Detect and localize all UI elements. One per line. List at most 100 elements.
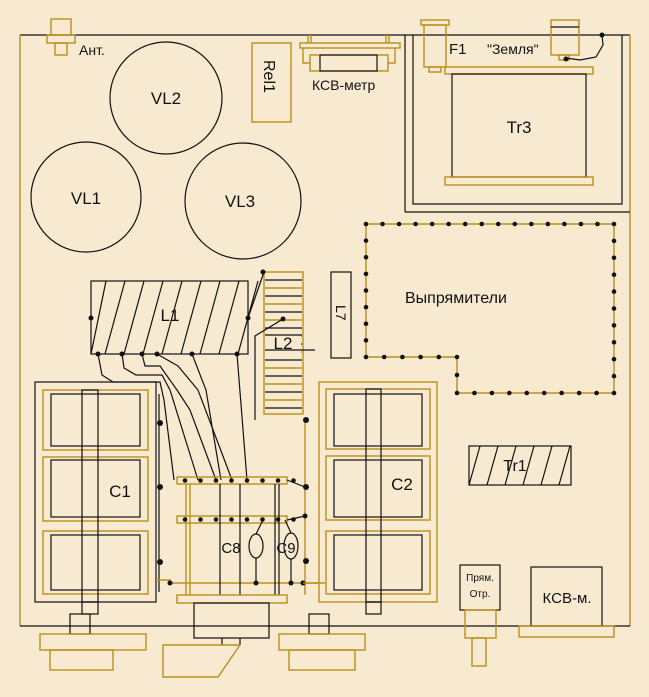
- rectifier-solder-point: [429, 221, 435, 227]
- l1-winding-line: [90, 280, 107, 355]
- rectifier-solder-point: [529, 221, 534, 227]
- rectifier-solder-point: [611, 306, 617, 311]
- rectifier-solder-point: [363, 304, 369, 310]
- knob-c2[interactable]: [278, 613, 366, 671]
- tube-vl1[interactable]: VL1: [30, 141, 142, 253]
- transformer-tr1[interactable]: Tr1: [468, 445, 572, 486]
- switch-contact: [275, 478, 281, 483]
- rectifier-solder-point: [363, 321, 369, 327]
- l1-winding-line: [218, 280, 240, 355]
- power-transformer-compartment: [404, 35, 630, 213]
- switch-contact: [244, 517, 250, 522]
- l1-winding-line: [142, 280, 164, 355]
- switch-contact: [260, 517, 265, 522]
- rectifier-solder-point: [381, 354, 387, 360]
- rectifier-solder-point: [400, 354, 405, 360]
- rectifier-solder-point: [454, 390, 460, 396]
- switch-contact: [244, 478, 250, 483]
- switch-contact: [198, 517, 203, 522]
- rectifier-solder-point: [363, 354, 369, 360]
- tube-vl2[interactable]: VL2: [109, 41, 223, 155]
- rectifier-solder-point: [363, 338, 369, 343]
- rectifier-solder-point: [363, 271, 369, 277]
- coil-l1[interactable]: L1: [90, 280, 259, 355]
- l7-label: L7: [333, 305, 349, 321]
- rectifier-solder-point: [436, 354, 442, 360]
- tube-vl3[interactable]: VL3: [184, 142, 302, 260]
- rectifier-solder-point: [595, 221, 600, 227]
- rectifier-solder-point: [454, 354, 460, 360]
- switch-contact: [182, 517, 188, 522]
- rectifier-solder-point: [489, 390, 495, 396]
- switch-contact: [260, 478, 265, 483]
- rectifier-solder-point: [472, 390, 477, 396]
- l1-winding-line: [161, 280, 183, 355]
- capacitor-c1[interactable]: C1: [34, 381, 325, 615]
- antenna-label: Ант.: [79, 42, 105, 58]
- ground-label: "Земля": [487, 41, 539, 57]
- rectifier-solder-point: [418, 354, 423, 360]
- rectifier-solder-point: [396, 221, 402, 227]
- band-switch[interactable]: C8 C9: [176, 476, 306, 645]
- rectifier-solder-point: [611, 340, 617, 345]
- rectifier-solder-point: [363, 221, 369, 227]
- rectifier-solder-point: [611, 356, 617, 362]
- rectifier-solder-point: [479, 221, 485, 227]
- l1-winding-line: [180, 280, 202, 355]
- rectifier-solder-point: [611, 255, 617, 261]
- tr1-winding-line: [540, 445, 553, 486]
- forward-reflected-switch[interactable]: Прям. Отр.: [459, 564, 501, 667]
- l1-winding-line: [199, 280, 221, 355]
- rectifier-solder-point: [545, 221, 551, 227]
- tr1-label: Tr1: [503, 458, 527, 475]
- knob-c1[interactable]: [39, 613, 147, 671]
- transformer-tr3[interactable]: Tr3: [444, 66, 594, 186]
- rectifier-solder-point: [507, 390, 512, 396]
- knob-band-switch[interactable]: [162, 644, 242, 678]
- rectifier-solder-point: [541, 390, 547, 396]
- rectifier-solder-point: [495, 221, 501, 227]
- rectifier-solder-point: [454, 372, 460, 378]
- tr1-winding-line: [558, 445, 571, 486]
- swr-meter-label: КСВ-м.: [543, 590, 592, 607]
- wiring-l1-l2: [88, 269, 286, 420]
- relay-rel1[interactable]: Rel1: [251, 42, 292, 123]
- rectifier-solder-point: [559, 390, 564, 396]
- wiring-l1-taps: [95, 351, 248, 481]
- antenna-connector[interactable]: [46, 18, 76, 56]
- vl3-label: VL3: [225, 192, 255, 211]
- switch-contact: [275, 517, 281, 522]
- rectifier-solder-point: [611, 221, 617, 227]
- rectifier-solder-point: [462, 221, 468, 227]
- rectifier-solder-point: [562, 221, 567, 227]
- switch-contact: [229, 478, 234, 483]
- rectifier-solder-point: [363, 254, 369, 260]
- vl2-label: VL2: [151, 89, 181, 108]
- switch-contact: [229, 517, 234, 522]
- capacitor-c2[interactable]: C2: [300, 381, 438, 615]
- rectifier-solder-point: [413, 221, 418, 227]
- fuse-f1[interactable]: [420, 19, 450, 73]
- switch-contact: [213, 478, 219, 483]
- rectifier-solder-point: [611, 373, 617, 379]
- rectifier-solder-point: [576, 390, 582, 396]
- l1-winding-line: [123, 280, 145, 355]
- rectifier-solder-point: [611, 272, 617, 278]
- rectifier-solder-point: [594, 390, 599, 396]
- ground-terminal[interactable]: [550, 19, 605, 62]
- tr1-winding-line: [522, 445, 535, 486]
- switch-contact: [198, 478, 203, 483]
- fuse-label: F1: [449, 41, 467, 58]
- swr-meter-connector[interactable]: [299, 35, 401, 72]
- l1-winding-line: [104, 280, 126, 355]
- c2-label: C2: [391, 475, 413, 494]
- tr3-label: Tr3: [507, 118, 532, 137]
- switch-forward-label: Прям.: [466, 573, 494, 584]
- coil-l2[interactable]: L2: [263, 271, 315, 415]
- rectifiers-board[interactable]: Выпрямители: [363, 221, 617, 396]
- coil-l7[interactable]: L7: [330, 271, 352, 359]
- swr-meter[interactable]: КСВ-м.: [518, 566, 615, 638]
- switch-contact: [213, 517, 219, 522]
- rectifier-solder-point: [380, 221, 385, 227]
